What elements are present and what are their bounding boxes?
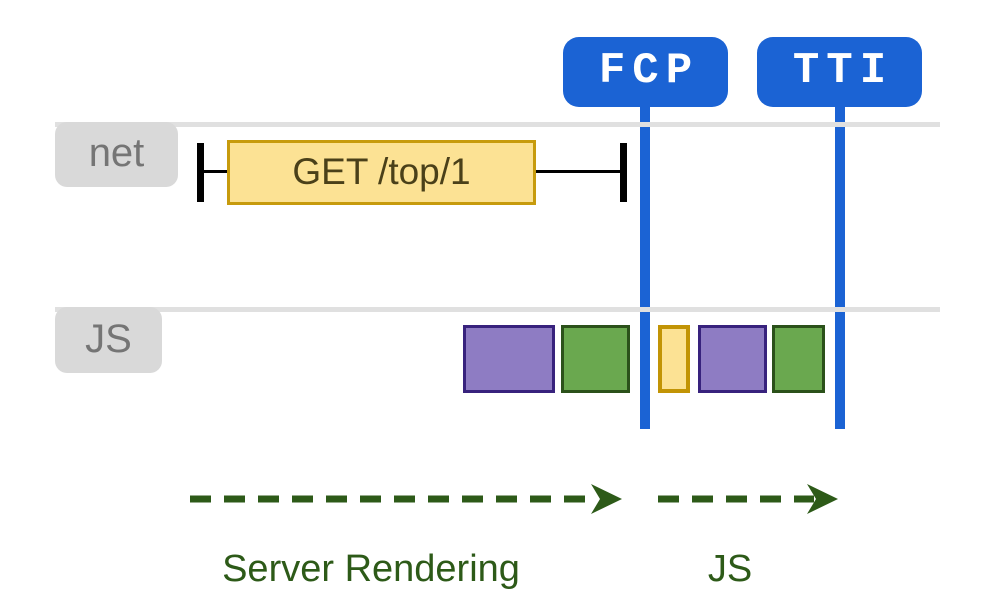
network-request-bar: GET /top/1 — [227, 140, 536, 205]
js-lane-track — [55, 307, 940, 312]
tti-badge-label: TTI — [792, 46, 894, 96]
js-task-block-green — [772, 325, 825, 393]
js-task-block-purple — [463, 325, 555, 393]
fcp-badge: FCP — [563, 37, 728, 107]
js-task-block-green — [561, 325, 630, 393]
fcp-badge-label: FCP — [598, 46, 700, 96]
net-lane-track — [55, 122, 940, 127]
js-lane-label: JS — [55, 307, 162, 373]
js-lane-label-text: JS — [85, 317, 132, 361]
tti-marker-line — [835, 104, 845, 429]
server-rendering-arrowhead — [591, 484, 622, 514]
js-phase-label: JS — [707, 548, 753, 590]
phase-arrows — [190, 484, 838, 514]
js-task-block-yellow — [658, 325, 690, 393]
fcp-marker-line — [640, 104, 650, 429]
js-task-block-purple — [698, 325, 767, 393]
net-lane-label-text: net — [88, 131, 145, 175]
tti-badge: TTI — [757, 37, 922, 107]
server-rendering-phase-label: Server Rendering — [222, 548, 520, 590]
request-end-tick — [620, 143, 627, 202]
js-arrowhead — [807, 484, 838, 514]
network-request-label: GET /top/1 — [292, 151, 471, 192]
request-start-tick — [197, 143, 204, 202]
net-lane-label: net — [55, 122, 178, 187]
